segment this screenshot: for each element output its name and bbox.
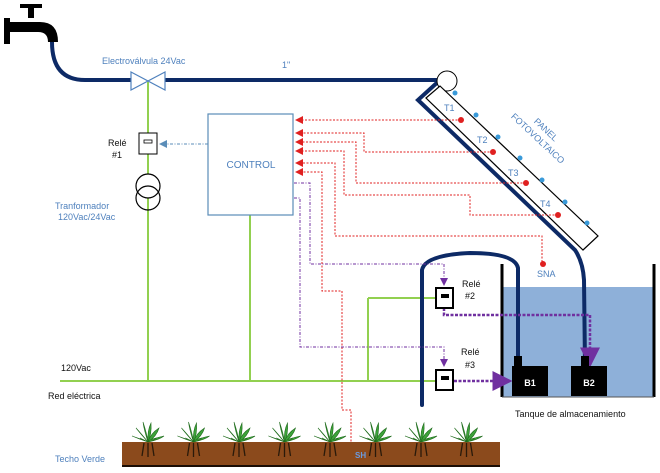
- roof-base: [122, 465, 500, 467]
- relay-1: [138, 132, 158, 155]
- panel-drops: [452, 90, 590, 226]
- relay2-label-line1: Relé: [462, 279, 481, 289]
- faucet-icon: [4, 4, 58, 44]
- power-lines: [60, 82, 440, 382]
- pump-icon: [512, 366, 548, 396]
- plant-icon: [359, 421, 392, 457]
- tank-label: Tanque de almacenamiento: [515, 409, 626, 419]
- sensor-dot-t4: [555, 212, 561, 218]
- plant-icon: [177, 421, 210, 457]
- transformer-label-line1: Tranformador: [55, 201, 109, 211]
- relay-3: [435, 369, 454, 391]
- pipe-junction: [436, 70, 458, 92]
- plant-icon: [313, 421, 347, 457]
- grid-label: Red eléctrica: [48, 391, 101, 401]
- pump-icon: [571, 366, 607, 396]
- sensor-t1-label: T1: [444, 103, 455, 113]
- valve-label: Electroválvula 24Vac: [102, 56, 186, 66]
- transformer-icon: [135, 173, 161, 211]
- soil-layer: [122, 442, 500, 465]
- sensor-t4-label: T4: [540, 199, 551, 209]
- pump-b2-label: B2: [583, 378, 595, 388]
- pump-b1-label: B1: [524, 378, 536, 388]
- plant-icon: [450, 421, 483, 457]
- sh-label: SH: [355, 451, 366, 460]
- transformer-label-line2: 120Vac/24Vac: [58, 212, 116, 222]
- plant-icon: [268, 421, 301, 457]
- pump-drive-lines: [442, 308, 600, 391]
- solar-panel: [425, 85, 599, 251]
- sensor-dot-t1: [458, 117, 464, 123]
- sensor-dot-t3: [523, 180, 529, 186]
- relay-signal-lines: [294, 182, 448, 367]
- plant-icon: [131, 421, 165, 457]
- relay1-label-line1: Relé: [108, 138, 127, 148]
- pipe-size-label: 1": [282, 60, 290, 70]
- solenoid-valve-icon: [130, 71, 166, 91]
- relay1-label-line2: #1: [112, 150, 122, 160]
- relay3-label-line1: Relé: [461, 347, 480, 357]
- sensor-sna-label: SNA: [537, 269, 556, 279]
- sensor-t2-label: T2: [477, 135, 488, 145]
- voltage-label: 120Vac: [61, 363, 91, 373]
- relay-2: [435, 287, 454, 309]
- plant-icon: [222, 421, 256, 457]
- sensor-t3-label: T3: [508, 168, 519, 178]
- green-roof-label: Techo Verde: [55, 454, 105, 464]
- control-label: CONTROL: [227, 160, 276, 171]
- pump-b2: [571, 356, 607, 396]
- sensor-lines: [295, 116, 558, 452]
- plants: [131, 421, 483, 457]
- relay2-label-line2: #2: [465, 291, 475, 301]
- relay3-label-line2: #3: [465, 360, 475, 370]
- sensor-dot-t2: [490, 149, 496, 155]
- control-box: [207, 113, 294, 216]
- water-pipes: [50, 40, 587, 407]
- plant-icon: [404, 421, 438, 457]
- pump-b1: [512, 356, 548, 396]
- relay-icon: [138, 132, 158, 155]
- sensor-dot-sna: [540, 261, 546, 267]
